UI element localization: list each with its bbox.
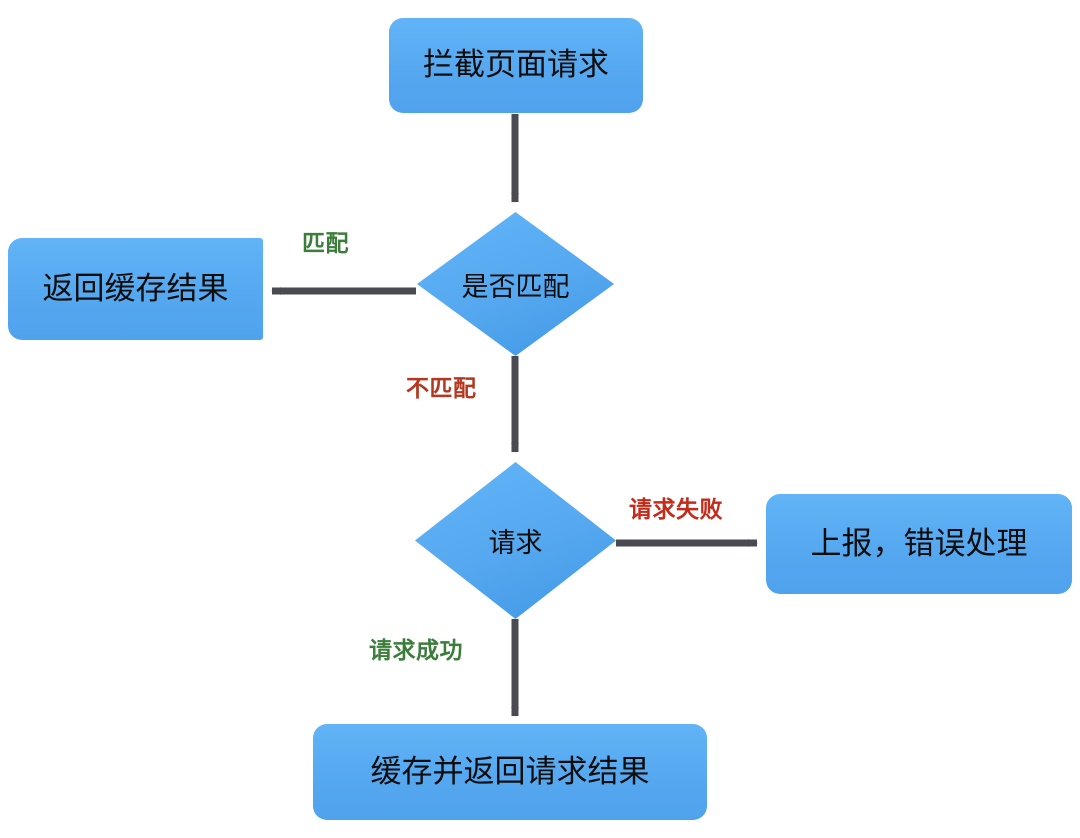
node-store-and-return-result-label: 缓存并返回请求结果 [370, 753, 650, 790]
node-intercept-request-label: 拦截页面请求 [423, 47, 609, 84]
node-return-cached-result[interactable]: 返回缓存结果 [8, 238, 263, 340]
node-request[interactable]: 请求 [415, 462, 616, 619]
node-request-label: 请求 [488, 528, 543, 559]
node-report-error-handling-label: 上报，错误处理 [810, 525, 1028, 562]
node-store-and-return-result[interactable]: 缓存并返回请求结果 [313, 724, 707, 820]
node-intercept-request[interactable]: 拦截页面请求 [389, 18, 643, 113]
node-report-error-handling[interactable]: 上报，错误处理 [766, 494, 1072, 594]
node-is-match-label: 是否匹配 [461, 271, 570, 303]
edge-label-request-failed: 请求失败 [629, 497, 723, 523]
node-is-match[interactable]: 是否匹配 [417, 212, 614, 356]
edge-label-request-success: 请求成功 [369, 638, 463, 664]
node-return-cached-result-label: 返回缓存结果 [42, 270, 229, 307]
edge-label-match: 匹配 [302, 231, 349, 257]
edge-label-not-match: 不匹配 [406, 376, 477, 402]
